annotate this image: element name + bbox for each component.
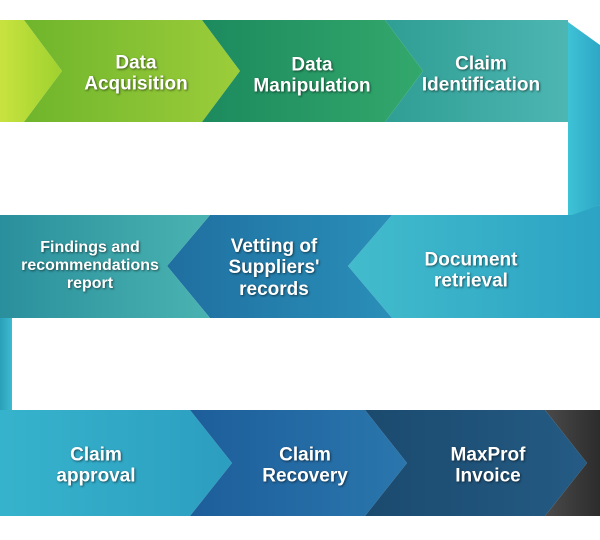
step-maxprof-invoice	[365, 410, 587, 516]
step-claim-identification	[385, 20, 568, 122]
step-document-retrieval	[348, 205, 600, 318]
step-claim-approval	[0, 410, 232, 516]
lime-start-chevron	[0, 20, 62, 122]
step-findings-report	[0, 215, 210, 318]
connector-right	[568, 22, 600, 218]
step-claim-recovery	[190, 410, 407, 516]
step-data-manipulation	[202, 20, 423, 122]
step-vetting-suppliers-records	[167, 215, 392, 318]
dark-end-chevron	[545, 410, 600, 516]
step-data-acquisition	[24, 20, 240, 122]
